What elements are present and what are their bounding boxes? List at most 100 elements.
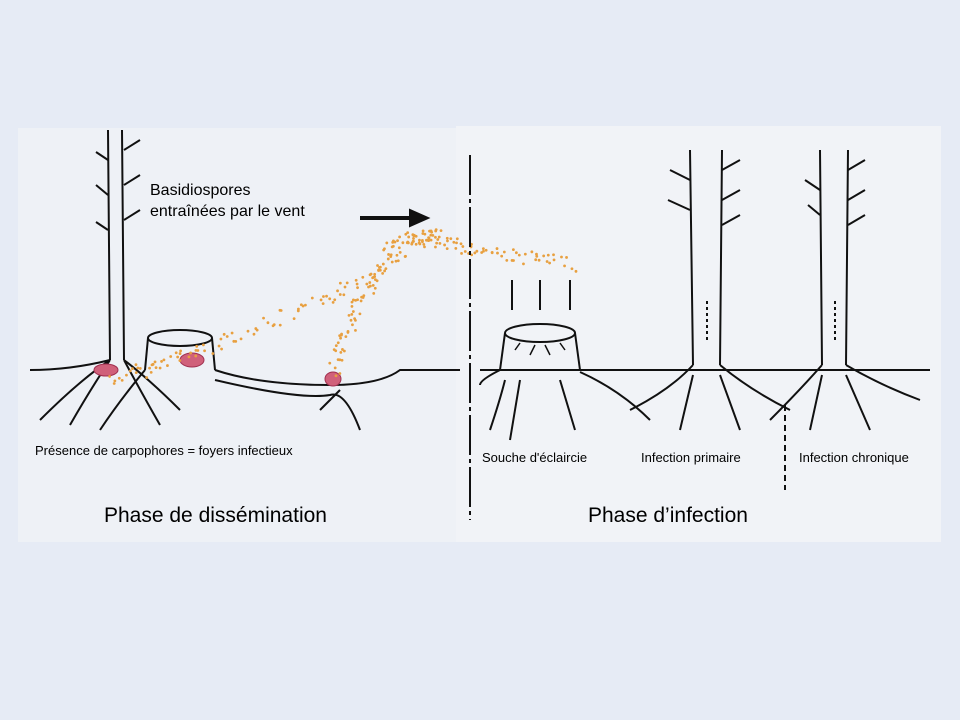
phase-dissemination-title: Phase de dissémination [104, 504, 327, 527]
tree-chronic [769, 149, 921, 431]
spore-dot [455, 237, 459, 241]
spore-dot [328, 361, 332, 365]
spore-dot [546, 253, 550, 257]
spore-dot [278, 308, 282, 312]
spore-dot [145, 376, 149, 379]
spore-dot [371, 284, 375, 287]
dissemination-panel [18, 128, 456, 542]
spore-dot [383, 247, 386, 251]
spore-dot [378, 265, 382, 269]
spore-dot [410, 242, 414, 246]
spore-dot [429, 233, 433, 237]
spore-dot [195, 344, 199, 348]
spore-dot [552, 258, 556, 262]
spore-dot [336, 289, 339, 293]
spore-dot [169, 355, 173, 358]
spore-dot [108, 375, 112, 378]
spore-cloud [108, 228, 578, 385]
spore-dot [296, 309, 300, 313]
spore-dot [422, 242, 426, 246]
spore-dot [158, 366, 162, 370]
spore-dot [421, 239, 424, 242]
spore-dot [495, 247, 499, 250]
spore-dot [434, 245, 437, 249]
spore-dot [475, 249, 479, 253]
spore-dot [174, 351, 178, 355]
spore-dot [347, 313, 351, 317]
spore-dot [406, 241, 410, 245]
spore-dot [423, 232, 427, 236]
spore-dot [398, 251, 402, 254]
spore-dot [154, 366, 158, 370]
infection-panel [456, 126, 941, 542]
spore-dot [535, 254, 539, 258]
spore-dot [310, 296, 314, 300]
spore-dot [563, 264, 566, 268]
spore-dot [381, 272, 385, 275]
spore-dot [429, 229, 433, 233]
spore-dot [351, 310, 355, 313]
spore-dot [342, 349, 346, 353]
spore-dot [373, 275, 377, 279]
spore-dot [336, 341, 340, 345]
tree-primary [629, 149, 791, 431]
spore-dot [373, 272, 377, 276]
spore-dot [386, 257, 390, 261]
spore-dot [396, 239, 399, 243]
spore-dot [542, 254, 546, 258]
spore-dot [350, 304, 354, 308]
spore-dot [412, 237, 415, 240]
spore-dot [389, 255, 393, 258]
spore-dot [350, 300, 354, 304]
spore-dot [125, 373, 128, 377]
spore-dot [203, 349, 206, 353]
spore-dot [178, 359, 182, 362]
spore-dot [189, 351, 193, 355]
spore-dot [153, 360, 157, 364]
spore-dot [452, 240, 456, 244]
spore-dot [321, 302, 325, 305]
spore-dot [334, 374, 338, 378]
spore-dot [278, 323, 282, 327]
spore-dot [344, 335, 348, 339]
spore-dot [502, 250, 506, 254]
spore-dot [128, 369, 132, 373]
spore-dot [418, 238, 421, 242]
spore-dot [560, 255, 563, 259]
spore-dot [354, 329, 357, 332]
spore-dot [342, 293, 346, 297]
spore-dot [262, 316, 265, 320]
spore-dot [151, 362, 155, 366]
spore-dot [225, 335, 229, 338]
spore-dot [179, 349, 183, 353]
spore-dot [338, 372, 342, 375]
spore-dot [368, 284, 372, 288]
spore-dot [404, 232, 408, 236]
spore-dot [574, 269, 578, 273]
spore-dot [372, 291, 376, 295]
spore-dot [535, 252, 538, 256]
spore-dot [421, 229, 425, 233]
spore-dot [530, 250, 534, 254]
spore-dot [484, 248, 488, 252]
spore-dot [112, 382, 116, 385]
spore-dot [194, 354, 198, 358]
spore-dot [431, 233, 435, 237]
spore-dot [356, 286, 359, 290]
spore-dot [120, 378, 124, 382]
spore-dot [202, 343, 205, 347]
spore-dot [384, 267, 388, 271]
spore-dot [459, 242, 463, 246]
spore-dot [390, 245, 394, 249]
stump-right [479, 280, 651, 441]
spore-dot [445, 247, 449, 250]
spore-dot [328, 297, 332, 301]
spore-dot [359, 299, 363, 303]
spores-label: Basidiospores [150, 182, 251, 199]
spore-dot [255, 328, 259, 332]
spore-dot [374, 278, 377, 282]
spore-dot [338, 358, 342, 362]
spore-dot [438, 241, 442, 245]
spore-dot [325, 294, 328, 298]
